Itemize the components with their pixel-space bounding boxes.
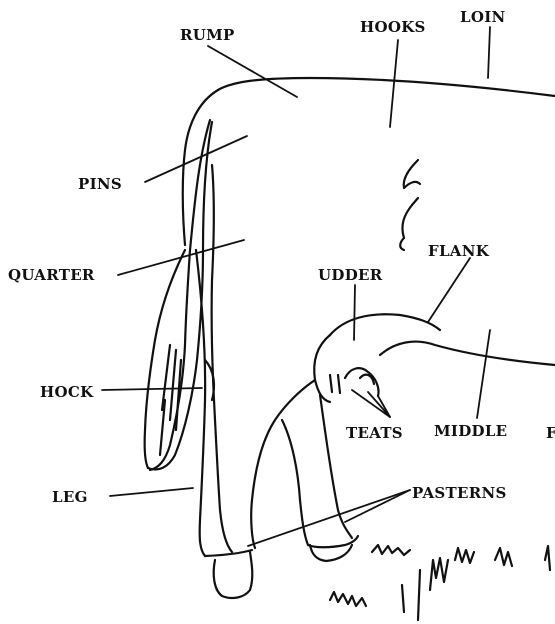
cow-outline bbox=[145, 78, 555, 620]
label-pasterns: PASTERNS bbox=[412, 486, 507, 501]
pasterns-leader-2 bbox=[345, 490, 410, 522]
loin-leader bbox=[488, 27, 490, 78]
pins-leader bbox=[145, 136, 247, 182]
hock-leader bbox=[102, 388, 202, 390]
label-loin: LOIN bbox=[460, 10, 506, 25]
flank-leader bbox=[428, 258, 470, 322]
pasterns-leader-1 bbox=[248, 490, 410, 546]
middle-leader bbox=[477, 330, 490, 418]
label-flank: FLANK bbox=[428, 244, 489, 259]
label-middle: MIDDLE bbox=[434, 424, 507, 439]
leg-leader bbox=[110, 488, 193, 496]
label-udder: UDDER bbox=[318, 268, 383, 283]
label-cut-off: F bbox=[546, 426, 555, 441]
hooks-leader bbox=[390, 40, 398, 127]
label-teats: TEATS bbox=[346, 426, 403, 441]
label-hock: HOCK bbox=[40, 385, 93, 400]
label-pins: PINS bbox=[78, 177, 122, 192]
quarter-leader bbox=[118, 240, 244, 275]
label-quarter: QUARTER bbox=[8, 268, 95, 283]
udder-leader bbox=[354, 285, 355, 340]
label-hooks: HOOKS bbox=[360, 20, 426, 35]
label-leg: LEG bbox=[52, 490, 88, 505]
label-rump: RUMP bbox=[180, 28, 235, 43]
